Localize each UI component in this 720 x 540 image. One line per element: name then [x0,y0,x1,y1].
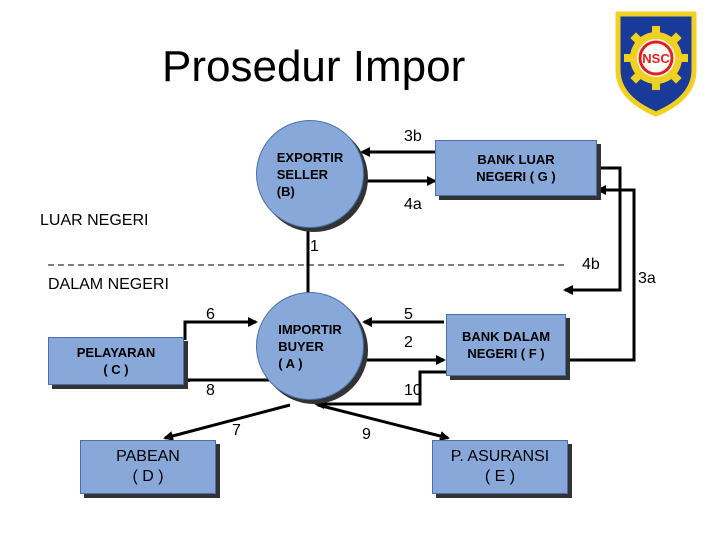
node-shipping-label: PELAYARAN ( C ) [76,345,156,377]
node-shipping[interactable]: PELAYARAN ( C ) [48,337,184,385]
nsc-logo: NSC [615,11,697,117]
node-customs-label: PABEAN ( D ) [116,448,180,485]
arrow-9 [317,403,450,441]
node-exporter-label: EXPORTIR SELLER (B) [276,149,344,199]
step-9: 9 [362,426,371,443]
arrow-6 [183,317,258,340]
step-3a: 3a [638,270,656,287]
step-8: 8 [206,382,215,399]
step-7: 7 [232,422,241,439]
step-6: 6 [206,306,215,323]
node-bank-foreign-label: BANK LUAR NEGERI ( G ) [476,152,556,184]
step-10: 10 [404,382,422,399]
node-importer[interactable]: IMPORTIR BUYER ( A ) [256,292,364,400]
step-4a: 4a [404,196,422,213]
region-foreign: LUAR NEGERI [40,212,149,229]
logo-text: NSC [642,51,670,66]
arrow-7 [163,403,291,441]
step-2: 2 [404,334,413,351]
node-customs[interactable]: PABEAN ( D ) [80,440,216,494]
node-bank-domestic-label: BANK DALAM NEGERI ( F ) [461,329,551,361]
step-5: 5 [404,306,413,323]
arrow-3a [565,185,636,362]
region-domestic: DALAM NEGERI [48,276,169,293]
node-importer-label: IMPORTIR BUYER ( A ) [278,321,342,371]
node-insurance-label: P. ASURANSI ( E ) [450,448,550,485]
arrow-8 [180,372,280,382]
arrow-10 [314,370,446,409]
node-insurance[interactable]: P. ASURANSI ( E ) [432,440,568,494]
node-exporter[interactable]: EXPORTIR SELLER (B) [256,120,364,228]
step-4b: 4b [582,256,600,273]
node-bank-domestic[interactable]: BANK DALAM NEGERI ( F ) [446,314,566,376]
arrow-4b [563,166,622,295]
step-3b: 3b [404,128,422,145]
node-bank-foreign[interactable]: BANK LUAR NEGERI ( G ) [435,140,597,196]
page-title: Prosedur Impor [162,42,466,91]
step-1: 1 [310,238,319,255]
